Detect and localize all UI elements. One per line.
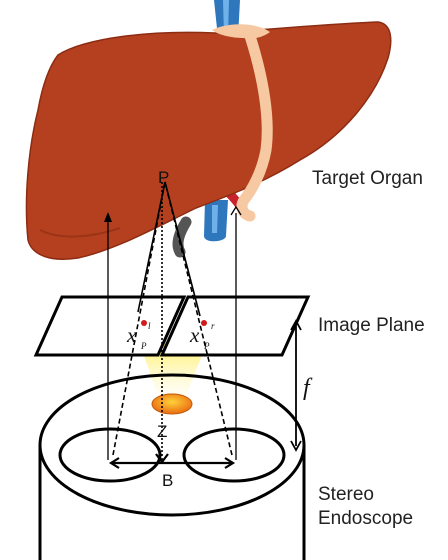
baseline-arrow-right xyxy=(224,457,236,469)
liver-shade xyxy=(39,227,121,238)
right-projection-sup: r xyxy=(211,321,215,331)
ray-p-to-right-plane xyxy=(164,181,201,317)
bile-duct xyxy=(172,216,192,258)
endoscope-label: Endoscope xyxy=(318,508,413,529)
ray-left-camera-to-p xyxy=(112,181,166,456)
image-plane xyxy=(33,295,311,357)
right-projection-sub: P xyxy=(203,341,210,351)
ray-p-to-left-plane xyxy=(137,181,166,313)
stereo-label: Stereo xyxy=(318,484,374,505)
left-projection-sub: P xyxy=(140,341,147,351)
left-projection-base: x xyxy=(126,323,137,347)
image-plane-label: Image Plane xyxy=(318,315,425,336)
focal-arrow-top xyxy=(290,319,302,331)
baseline-arrow-left xyxy=(108,457,120,469)
baseline-b-label: B xyxy=(162,471,173,490)
falciform-ligament xyxy=(212,24,273,222)
light-cone xyxy=(142,350,204,396)
projection-rays xyxy=(112,181,233,460)
left-axis-arrowhead xyxy=(104,212,112,222)
endoscope-body xyxy=(38,373,306,560)
baseline-marker xyxy=(108,453,236,469)
focal-f-label: f xyxy=(303,375,313,401)
target-organ-label: Target Organ xyxy=(312,168,423,189)
optical-axes xyxy=(104,205,242,460)
left-camera xyxy=(58,427,162,483)
right-camera xyxy=(182,427,286,483)
focal-arrow-bottom xyxy=(290,440,302,452)
focal-length-marker xyxy=(290,319,302,452)
right-projection-base: x xyxy=(189,323,200,347)
left-projection-sup: l xyxy=(148,321,151,331)
left-projection-point xyxy=(141,320,147,326)
image-plane-right xyxy=(159,295,311,357)
endoscope-tip xyxy=(38,373,306,517)
right-projection-point xyxy=(201,320,207,326)
portal-vein-highlight xyxy=(212,205,218,233)
endoscope-lens xyxy=(151,393,193,415)
ligament-top xyxy=(212,24,270,39)
ligament-band xyxy=(236,30,273,222)
right-axis-arrowhead xyxy=(230,205,242,216)
point-p-label: P xyxy=(158,168,169,187)
depth-z-label: Z xyxy=(157,422,167,441)
depth-arrow-bottom xyxy=(155,453,169,464)
